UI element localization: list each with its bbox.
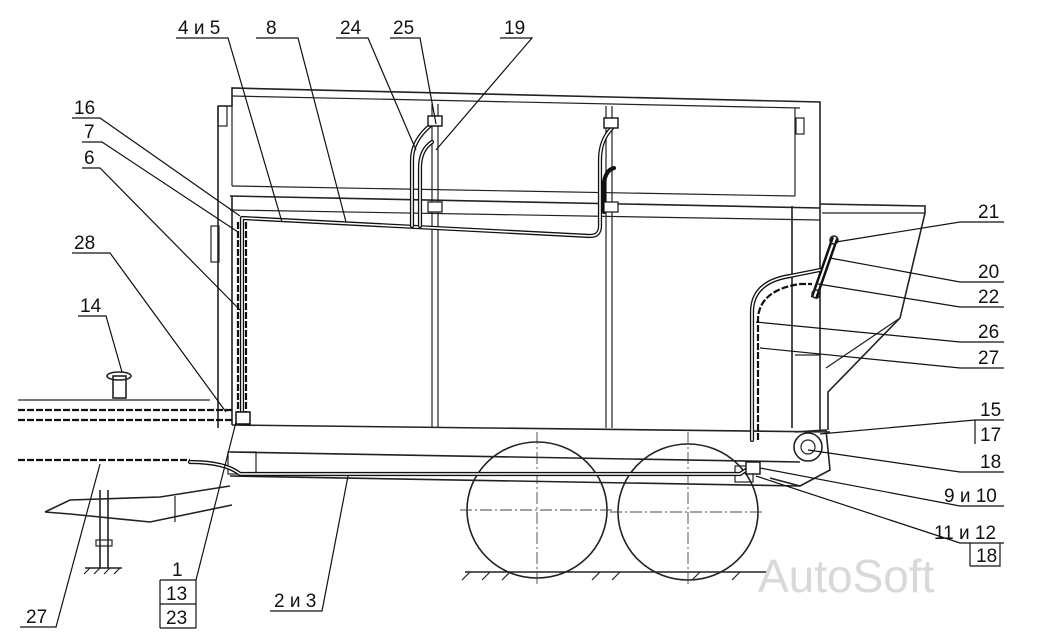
label-14: 14 [80, 296, 102, 317]
tipping-cylinder [810, 235, 839, 300]
wheel-front [460, 432, 615, 585]
label-7: 7 [84, 122, 95, 143]
label-17: 17 [980, 425, 1001, 446]
label-18-top: 18 [980, 452, 1001, 473]
label-21: 21 [978, 202, 999, 223]
label-19: 19 [504, 18, 525, 39]
label-22: 22 [978, 287, 999, 308]
chassis-frame [44, 451, 801, 568]
label-20: 20 [978, 262, 999, 283]
label-6: 6 [84, 148, 95, 169]
label-16: 16 [74, 98, 95, 119]
pump-drive [769, 429, 831, 487]
label-4-5: 4 и 5 [178, 18, 220, 39]
label-8: 8 [266, 18, 277, 39]
callout-labels: 4 и 5 8 24 25 19 16 7 6 28 14 21 20 22 2… [26, 18, 1001, 629]
label-18-bottom: 18 [976, 546, 997, 567]
label-11-12: 11 и 12 [934, 523, 996, 544]
wheel-rear [610, 432, 765, 585]
trailer-body-frame [210, 87, 926, 433]
hydraulic-lines [18, 115, 823, 477]
label-15: 15 [980, 400, 1001, 421]
label-26: 26 [978, 322, 999, 343]
ground-line [83, 567, 770, 581]
hydraulic-tank [106, 371, 132, 399]
label-24: 24 [340, 18, 362, 39]
label-28: 28 [74, 233, 95, 254]
watermark: AutoSoft [758, 550, 935, 602]
label-2-3: 2 и 3 [274, 591, 316, 612]
label-1: 1 [172, 560, 183, 581]
label-9-10: 9 и 10 [944, 486, 997, 507]
leader-lines [20, 37, 1004, 629]
label-27-left: 27 [26, 607, 47, 628]
label-27-right: 27 [978, 348, 999, 369]
label-25: 25 [393, 18, 414, 39]
label-13: 13 [166, 584, 187, 605]
label-23: 23 [166, 608, 187, 629]
